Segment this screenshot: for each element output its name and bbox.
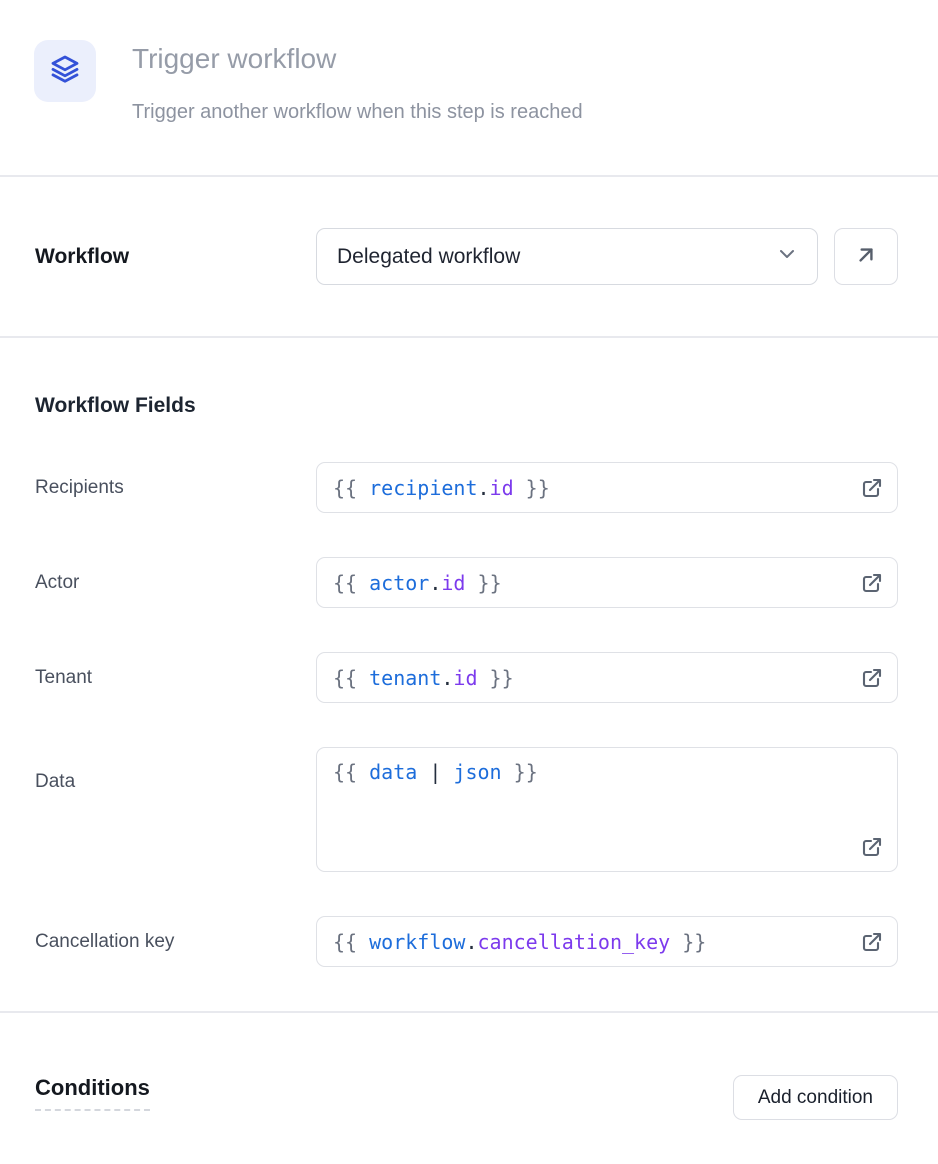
field-label: Tenant [35, 666, 93, 688]
workflow-fields-heading: Workflow Fields [35, 394, 196, 417]
workflow-field-row: Data {{ data | json }} [35, 747, 898, 872]
external-link-icon[interactable] [860, 666, 884, 690]
workflow-field-row: Recipients {{ recipient.id }} [35, 462, 898, 513]
workflow-select-value: Delegated workflow [337, 244, 521, 268]
step-header: Trigger workflow Trigger another workflo… [0, 0, 938, 177]
conditions-section: Conditions Add condition [0, 1013, 938, 1164]
workflow-field-row: Tenant {{ tenant.id }} [35, 652, 898, 703]
workflow-select-row: Workflow Delegated workflow [0, 177, 938, 338]
chevron-down-icon [775, 242, 799, 272]
workflow-select[interactable]: Delegated workflow [316, 228, 818, 285]
liquid-expression: {{ recipient.id }} [333, 475, 550, 500]
liquid-expression: {{ actor.id }} [333, 570, 502, 595]
external-link-icon[interactable] [860, 835, 884, 859]
add-condition-button[interactable]: Add condition [732, 1075, 898, 1120]
liquid-expression: {{ data | json }} [333, 760, 538, 784]
trigger-workflow-step-icon-box [34, 40, 96, 102]
workflow-fields-list: Recipients {{ recipient.id }} Actor {{ a… [35, 462, 898, 967]
field-label: Recipients [35, 476, 124, 498]
field-label: Actor [35, 571, 80, 593]
step-title[interactable]: Trigger workflow [132, 43, 337, 74]
liquid-code-input[interactable]: {{ tenant.id }} [316, 652, 898, 703]
external-link-icon[interactable] [860, 476, 884, 500]
external-link-icon[interactable] [860, 930, 884, 954]
field-label: Cancellation key [35, 930, 175, 952]
liquid-code-input[interactable]: {{ data | json }} [316, 747, 898, 872]
liquid-expression: {{ workflow.cancellation_key }} [333, 929, 707, 954]
conditions-heading: Conditions [35, 1075, 150, 1111]
field-label: Data [35, 771, 76, 792]
open-workflow-button[interactable] [834, 228, 898, 285]
workflow-fields-section: Workflow Fields Recipients {{ recipient.… [0, 338, 938, 1013]
liquid-code-input[interactable]: {{ recipient.id }} [316, 462, 898, 513]
arrow-up-right-icon [853, 242, 879, 271]
workflow-field-row: Actor {{ actor.id }} [35, 557, 898, 608]
liquid-expression: {{ tenant.id }} [333, 665, 514, 690]
layers-icon [49, 53, 81, 90]
liquid-code-input[interactable]: {{ workflow.cancellation_key }} [316, 916, 898, 967]
workflow-field-row: Cancellation key {{ workflow.cancellatio… [35, 916, 898, 967]
step-subtitle: Trigger another workflow when this step … [132, 101, 583, 123]
external-link-icon[interactable] [860, 571, 884, 595]
workflow-label: Workflow [35, 244, 130, 268]
liquid-code-input[interactable]: {{ actor.id }} [316, 557, 898, 608]
